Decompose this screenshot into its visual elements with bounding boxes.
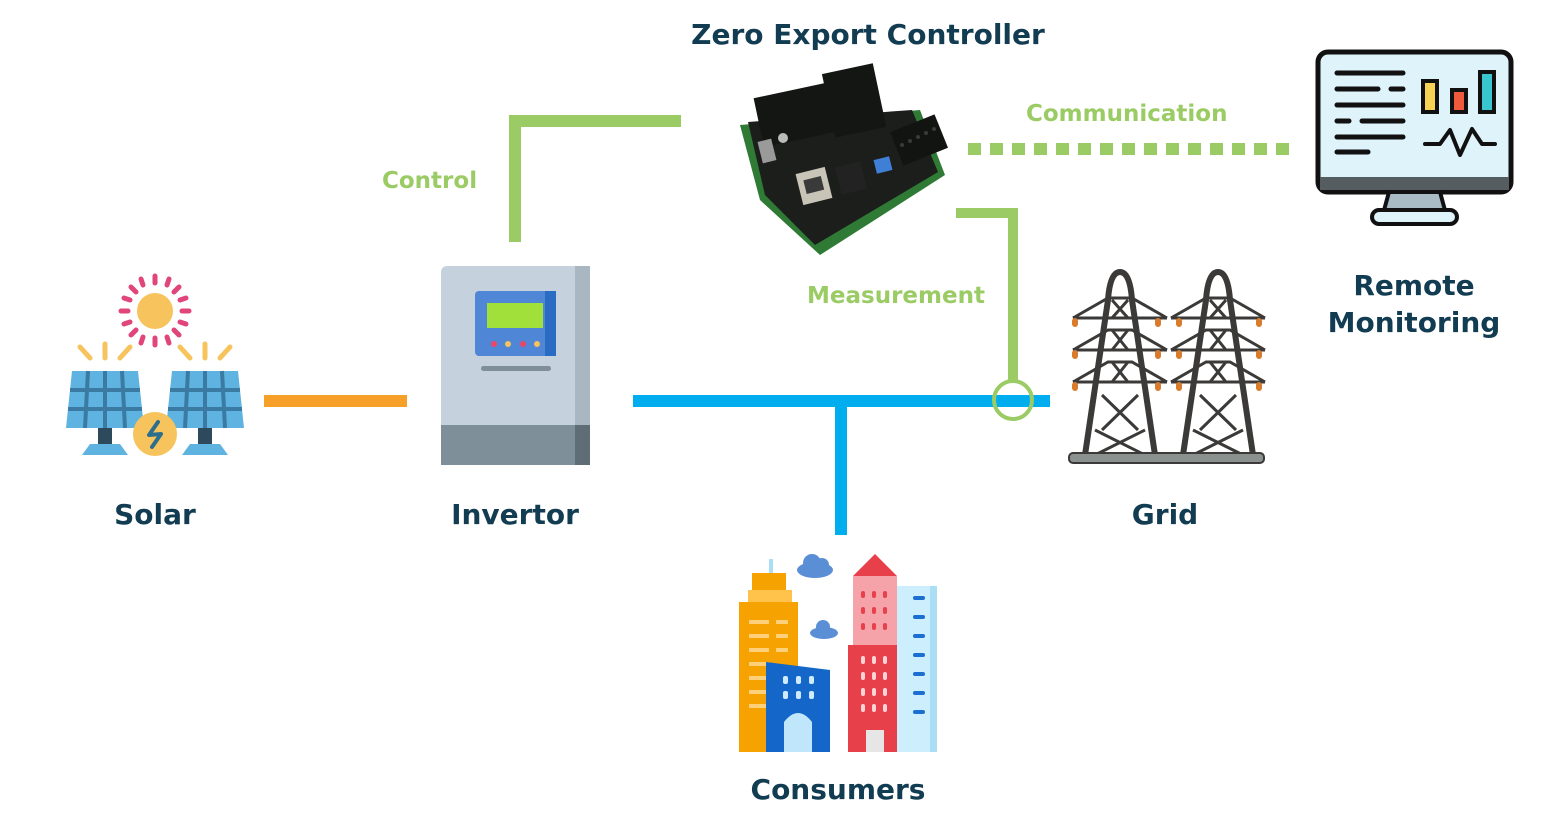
- control-line: [509, 115, 681, 242]
- measurement-label: Measurement: [807, 283, 985, 309]
- power-tower-icon: [1068, 269, 1266, 464]
- invertor-label: Invertor: [451, 498, 579, 531]
- remote-label-line1: Remote: [1353, 269, 1474, 302]
- measurement-point: [992, 379, 1034, 421]
- monitor-dashboard-icon: [1315, 49, 1514, 226]
- cloud-icon: [797, 554, 838, 639]
- consumers-label: Consumers: [751, 773, 926, 806]
- sun-rays-icon: [118, 273, 192, 348]
- sun-icon: [137, 293, 173, 329]
- buildings-icon: [739, 554, 937, 752]
- measurement-line: [956, 208, 1018, 381]
- solar-label: Solar: [114, 498, 196, 531]
- control-label: Control: [382, 168, 477, 194]
- invertor-icon: [441, 266, 590, 465]
- solar-panel-icon: [66, 273, 244, 456]
- controller-board-icon: [740, 63, 948, 255]
- communication-label: Communication: [1026, 101, 1227, 127]
- grid-label: Grid: [1132, 498, 1198, 531]
- remote-label-line2: Monitoring: [1328, 306, 1501, 339]
- controller-title: Zero Export Controller: [691, 18, 1045, 51]
